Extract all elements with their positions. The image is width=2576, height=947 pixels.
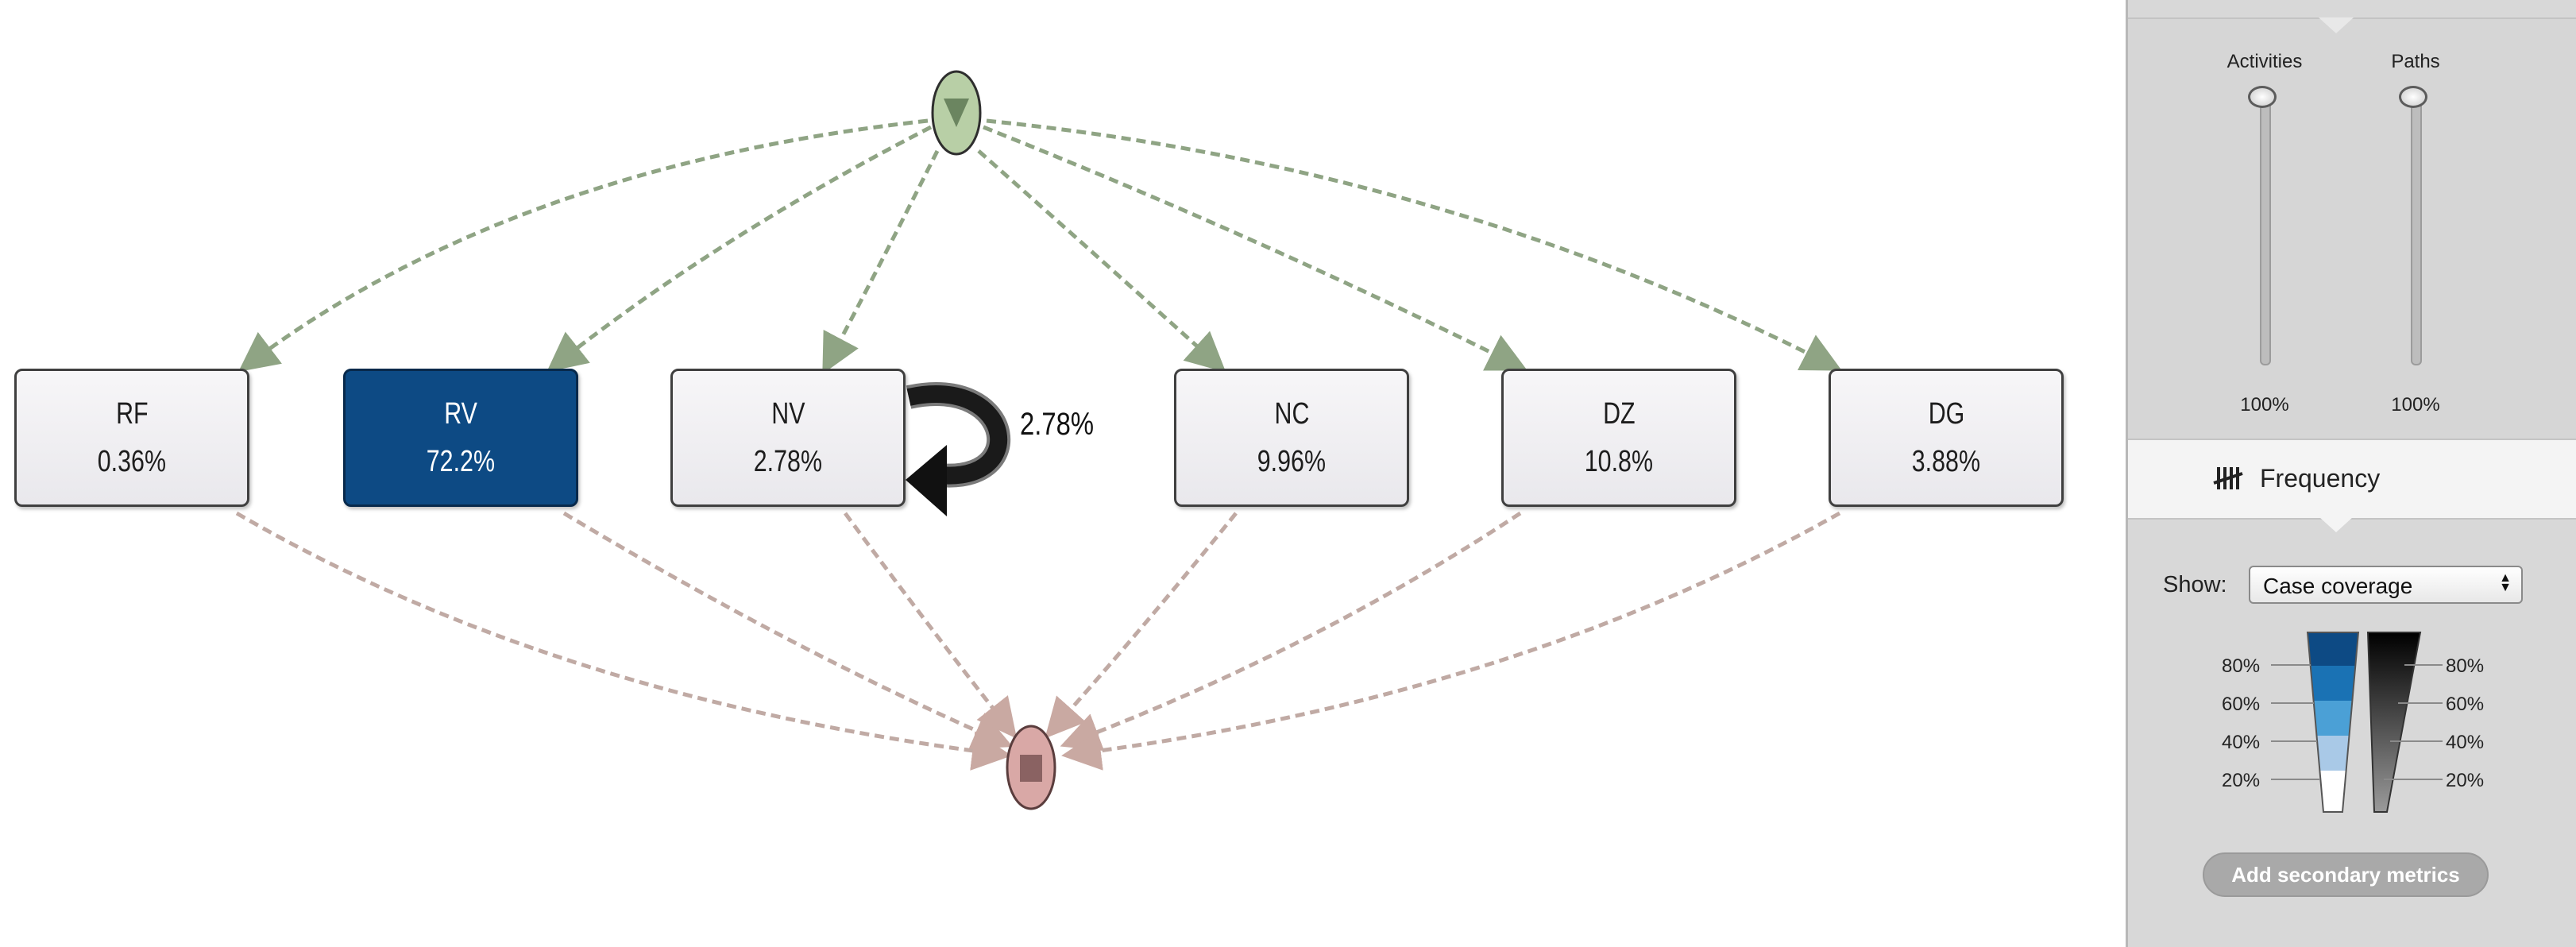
activity-frequency: 10.8% [1584,445,1654,478]
activity-node-dg[interactable]: DG 3.88% [1829,369,2064,507]
edge-nv-end[interactable] [843,512,1018,739]
activity-frequency: 9.96% [1257,445,1327,478]
frequency-title: Frequency [2260,464,2381,493]
abstraction-sliders-section: Activities 100% Paths 100% [2128,17,2576,440]
right-scale-60: 60% [2446,694,2484,715]
activity-name: DZ [1602,397,1636,431]
activity-name: RV [444,397,477,431]
edge-dg-end[interactable] [1061,511,1841,771]
activity-node-rf[interactable]: RF 0.36% [14,369,249,507]
activity-frequency: 3.88% [1911,445,1981,478]
activities-slider-group: Activities 100% [2201,51,2328,416]
end-edges [235,511,1841,771]
activities-slider-label: Activities [2226,51,2303,72]
paths-slider-group: Paths 100% [2352,51,2479,416]
edge-start-nc[interactable] [977,149,1226,373]
blue-color-scale [2306,632,2360,813]
right-scale-40: 40% [2446,732,2484,753]
edge-dz-end[interactable] [1060,511,1522,752]
edge-start-nv[interactable] [822,149,940,374]
paths-slider-track[interactable] [2411,95,2422,365]
activities-slider-track[interactable] [2260,95,2271,365]
frequency-tab[interactable]: Frequency [2128,439,2576,532]
coverage-legend: 80% 60% 40% 20% 80% 60% 40% 20% [2222,632,2484,813]
left-scale-40: 40% [2222,732,2260,753]
activity-name: RF [115,397,149,431]
activity-name: DG [1928,397,1964,431]
right-scale-80: 80% [2446,655,2484,677]
triangle-down-icon [944,99,969,127]
self-loop-arrow[interactable] [906,382,1011,516]
edge-nc-end[interactable] [1045,512,1238,739]
start-node[interactable] [931,70,982,156]
activity-name: NC [1274,397,1309,431]
paths-slider-value: 100% [2391,394,2440,416]
edge-start-dg[interactable] [986,118,1842,371]
activity-frequency: 72.2% [426,445,496,478]
paths-slider-thumb[interactable] [2399,86,2427,108]
right-scale-20: 20% [2446,770,2484,791]
left-scale-80: 80% [2222,655,2260,677]
activity-node-nc[interactable]: NC 9.96% [1174,369,1409,507]
edge-rf-end[interactable] [235,511,1012,771]
metric-select[interactable]: Case coverage ▲▼ [2249,566,2523,604]
left-scale-20: 20% [2222,770,2260,791]
show-label: Show: [2163,572,2227,597]
activities-slider-thumb[interactable] [2248,86,2277,108]
start-edges [238,118,1842,374]
activity-frequency: 2.78% [753,445,823,478]
edge-start-rv[interactable] [546,125,933,373]
legend-tick-lines [2271,664,2443,780]
edge-start-dz[interactable] [983,125,1527,371]
process-map-edges [235,70,1842,810]
activity-name: NV [770,397,805,431]
tally-marks-icon [2213,467,2243,489]
edge-rv-end[interactable] [562,511,1014,749]
activities-slider-value: 100% [2240,394,2289,416]
up-down-chevron-icon: ▲▼ [2499,571,2512,594]
activity-node-nv[interactable]: NV 2.78% [670,369,906,507]
add-secondary-metrics-button[interactable]: Add secondary metrics [2203,852,2489,897]
settings-panel: Activities 100% Paths 100% Frequency Sho… [2126,0,2576,947]
process-map-canvas[interactable]: RF 0.36% RV 72.2% NV 2.78% NC 9.96% DZ 1… [0,0,2113,947]
panel-notch [2319,17,2354,33]
paths-slider-label: Paths [2391,51,2440,72]
square-stop-icon [1020,755,1042,782]
self-loop-label: 2.78% [1020,407,1095,442]
activity-node-dz[interactable]: DZ 10.8% [1501,369,1736,507]
frequency-notch [2319,516,2354,532]
left-scale-60: 60% [2222,694,2260,715]
activity-node-rv[interactable]: RV 72.2% [343,369,578,507]
edge-start-rf[interactable] [238,118,929,373]
end-node[interactable] [1006,725,1056,810]
metric-select-value: Case coverage [2263,574,2413,598]
activity-frequency: 0.36% [97,445,167,478]
black-gradient-scale [2366,632,2422,813]
